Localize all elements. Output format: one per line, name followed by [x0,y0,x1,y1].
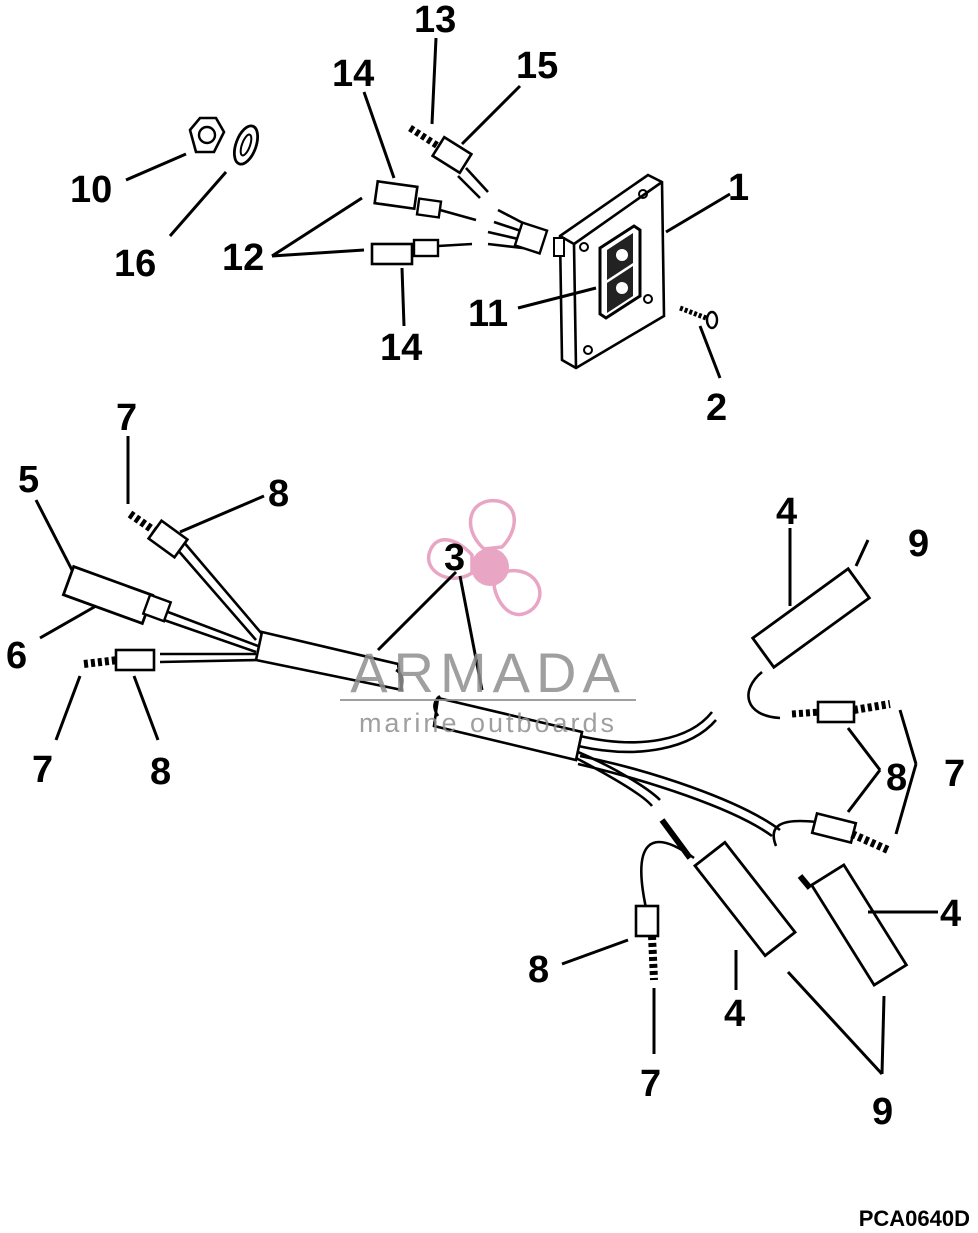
callout-9-lower: 9 [872,1091,893,1133]
callout-10: 10 [70,169,112,211]
right-lower-cartridge-a [634,818,798,981]
rocker-switch-part-11 [598,224,642,320]
callout-7-bottom: 7 [640,1063,661,1105]
callout-8-lower-left: 8 [150,751,171,793]
left-connector-lower [83,648,156,672]
callout-7-lower-left: 7 [32,749,53,791]
drawing-code: PCA0640D [859,1206,970,1231]
terminal-assembly-upper [373,179,477,222]
callout-4-lower: 4 [724,993,745,1035]
callout-8-bottom: 8 [528,949,549,991]
callout-1: 1 [728,167,749,209]
propeller-hub [471,548,509,586]
callout-5: 5 [18,459,39,501]
callout-4-upper: 4 [776,491,797,533]
callout-13: 13 [414,0,456,41]
screw-part-2 [679,305,719,330]
callout-12: 12 [222,237,264,279]
fuse-holder-part-5 [61,564,173,626]
callout-11: 11 [468,293,508,335]
right-upper-cartridge-assembly [747,566,891,724]
callout-16: 16 [114,243,156,285]
callout-9-upper: 9 [908,523,929,565]
terminal-assembly-lower [370,238,473,266]
leader-lines [34,37,938,1076]
callout-7-right: 7 [944,753,965,795]
callout-8-right: 8 [886,757,907,799]
left-connector-upper [127,510,190,560]
sleeve-part-15 [430,135,489,199]
connector-part-13 [408,125,440,149]
nut-part-10 [188,116,226,154]
callout-6: 6 [6,635,27,677]
callout-15: 15 [516,45,558,87]
washer-part-16 [232,124,260,166]
switch-pigtail-wires [487,208,549,255]
callout-3: 3 [444,537,465,579]
main-harness-cable-part-3 [254,630,584,762]
right-lower-cartridge-b [797,862,909,988]
callout-2: 2 [706,387,727,429]
callout-7-upper-left: 7 [116,397,137,439]
watermark-brand-name: ARMADA [350,641,626,704]
watermark-tagline: marine outboards [359,708,617,738]
callout-4-right: 4 [940,893,961,935]
harness-left-branches [159,539,263,664]
callout-labels: 1 2 3 4 4 4 5 6 7 7 7 7 8 8 8 8 9 9 10 1… [6,0,965,1133]
right-middle-connector [772,811,890,854]
callout-8-upper-left: 8 [268,473,289,515]
harness-right-branches [575,711,781,838]
armada-watermark: ARMADA marine outboards [340,641,636,738]
callout-14-upper: 14 [332,53,374,95]
callout-14-lower: 14 [380,327,422,369]
